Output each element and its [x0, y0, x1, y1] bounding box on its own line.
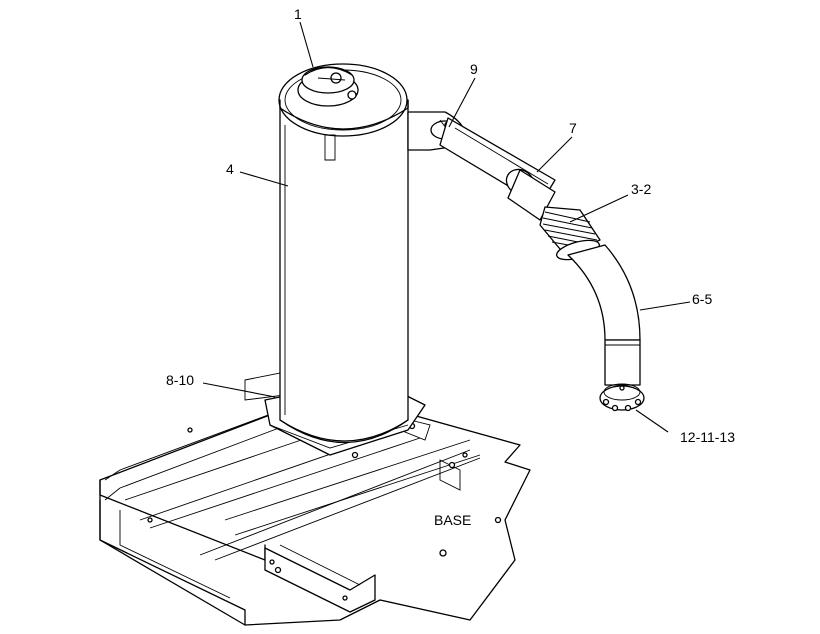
exhaust-pipe [439, 117, 556, 221]
bend-pipe [567, 244, 645, 412]
callout-12-11-13: 12-11-13 [680, 429, 735, 445]
callout-6-5: 6-5 [692, 291, 712, 307]
rain-cap [297, 66, 359, 107]
muffler-canister [278, 63, 409, 444]
base-frame [99, 371, 531, 626]
callout-1: 1 [294, 6, 302, 22]
outlet-flange [599, 383, 645, 412]
base-label: BASE [434, 512, 471, 528]
leader-lines [202, 21, 691, 433]
callout-3-2: 3-2 [631, 181, 651, 197]
callout-4: 4 [226, 161, 234, 177]
flex-bellows [539, 206, 601, 261]
callout-7: 7 [569, 120, 577, 136]
callout-9: 9 [470, 61, 478, 77]
callout-8-10: 8-10 [166, 372, 194, 388]
